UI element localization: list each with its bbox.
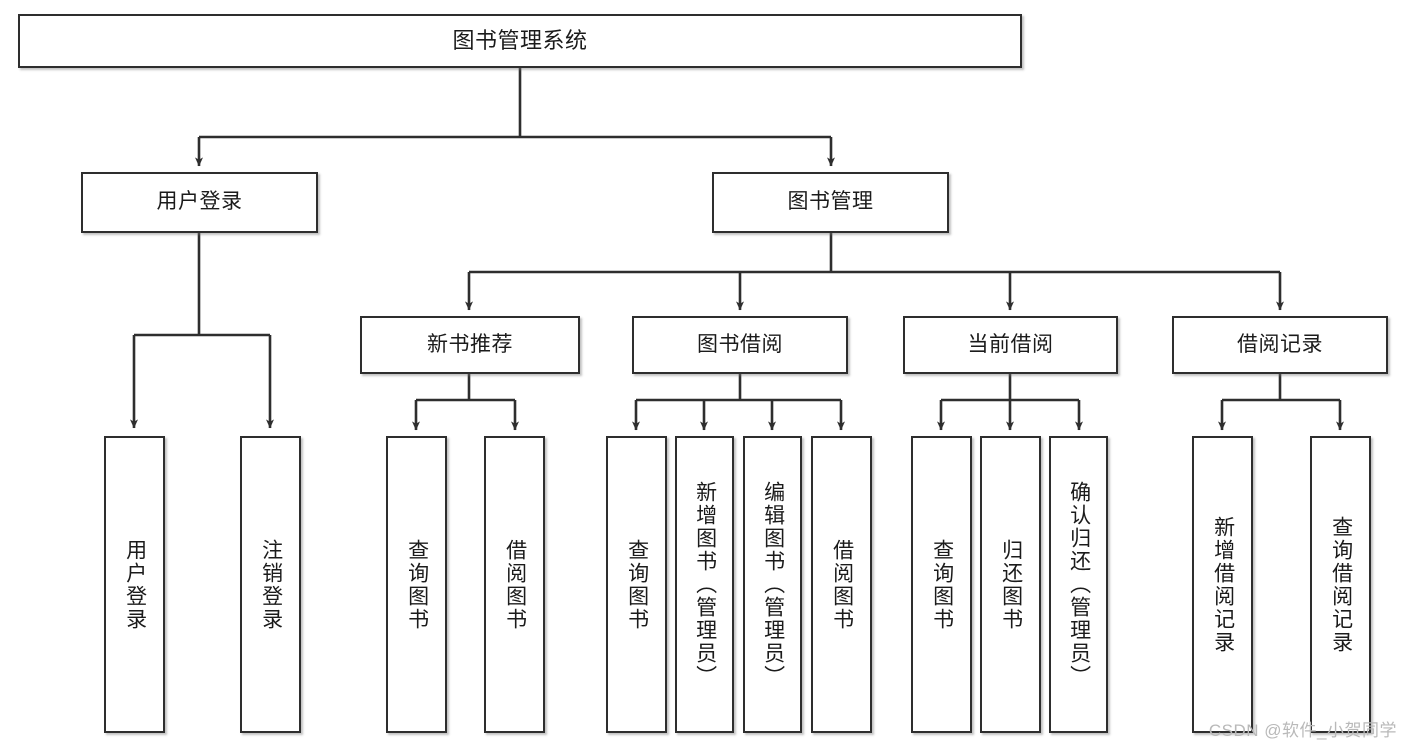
node-leaf-borrow-books[interactable]: 借阅图书 <box>811 436 872 733</box>
node-leaf-query-books-current[interactable]: 查询图书 <box>911 436 972 733</box>
node-leaf-add-borrow-record[interactable]: 新增借阅记录 <box>1192 436 1253 733</box>
watermark-text: CSDN @软件_小贺同学 <box>1208 721 1397 740</box>
node-label: 查询图书 <box>405 538 429 631</box>
node-leaf-logout[interactable]: 注销登录 <box>240 436 301 733</box>
node-label: 借阅图书 <box>830 538 854 631</box>
node-label: 当前借阅 <box>967 332 1054 356</box>
node-label: 归还图书 <box>999 538 1023 631</box>
node-current-borrowing[interactable]: 当前借阅 <box>903 316 1118 374</box>
node-borrowing-records[interactable]: 借阅记录 <box>1172 316 1388 374</box>
node-label: 编辑图书（管理员） <box>761 481 785 688</box>
node-label: 新书推荐 <box>427 332 513 356</box>
node-label: 查询图书 <box>625 538 649 631</box>
node-leaf-confirm-return-admin[interactable]: 确认归还（管理员） <box>1049 436 1108 733</box>
node-label: 注销登录 <box>259 538 283 631</box>
node-label: 图书管理 <box>787 190 874 214</box>
node-label: 查询图书 <box>930 538 954 631</box>
node-label: 图书借阅 <box>697 332 783 356</box>
node-book-borrowing[interactable]: 图书借阅 <box>632 316 848 374</box>
node-label: 新增图书（管理员） <box>693 481 717 688</box>
node-new-book-recommendation[interactable]: 新书推荐 <box>360 316 580 374</box>
node-leaf-add-book-admin[interactable]: 新增图书（管理员） <box>675 436 734 733</box>
node-label: 借阅记录 <box>1237 332 1323 356</box>
node-leaf-return-books[interactable]: 归还图书 <box>980 436 1041 733</box>
node-leaf-query-borrow-record[interactable]: 查询借阅记录 <box>1310 436 1371 733</box>
node-label: 确认归还（管理员） <box>1067 481 1091 688</box>
node-label: 查询借阅记录 <box>1329 515 1353 654</box>
node-root-book-management-system[interactable]: 图书管理系统 <box>18 14 1022 68</box>
node-leaf-query-books-borrow[interactable]: 查询图书 <box>606 436 667 733</box>
node-label: 图书管理系统 <box>452 28 588 54</box>
node-label: 借阅图书 <box>503 538 527 631</box>
node-label: 用户登录 <box>156 190 243 214</box>
node-user-login[interactable]: 用户登录 <box>81 172 318 233</box>
node-leaf-query-books-recommend[interactable]: 查询图书 <box>386 436 447 733</box>
node-label: 用户登录 <box>123 538 147 631</box>
node-book-management[interactable]: 图书管理 <box>712 172 949 233</box>
node-leaf-user-login[interactable]: 用户登录 <box>104 436 165 733</box>
node-label: 新增借阅记录 <box>1211 515 1235 654</box>
node-leaf-edit-book-admin[interactable]: 编辑图书（管理员） <box>743 436 802 733</box>
node-leaf-borrow-books-recommend[interactable]: 借阅图书 <box>484 436 545 733</box>
